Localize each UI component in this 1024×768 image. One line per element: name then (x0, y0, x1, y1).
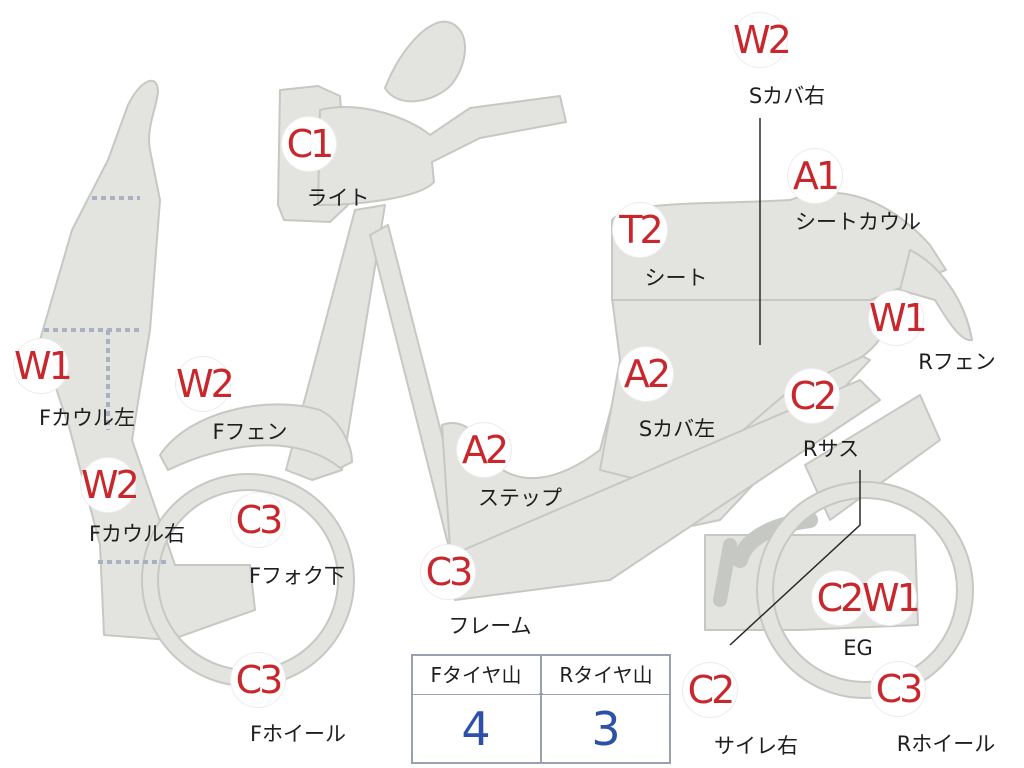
r-suspension-code: C2 (785, 369, 839, 423)
front-tread-header: Fタイヤ山 (413, 656, 539, 694)
muffler-right-code: C2 (683, 663, 737, 717)
seat-cowl-code: A1 (788, 149, 842, 203)
r-wheel-label: Rホイール (896, 732, 996, 756)
f-cowl-right-label: Fカウル右 (88, 522, 186, 546)
light-label: ライト (306, 186, 370, 210)
seat-cowl-label: シートカウル (795, 210, 921, 234)
r-fender-code: W1 (869, 291, 928, 345)
mirror-shape (384, 20, 466, 103)
s-cover-left-code: A2 (619, 347, 673, 401)
rear-tread-value: 3 (543, 696, 669, 762)
frame-label: フレーム (448, 614, 532, 638)
f-fender-label: Fフェン (212, 420, 288, 444)
r-suspension-label: Rサス (802, 437, 860, 461)
f-cowl-right-code: W2 (81, 458, 140, 512)
f-wheel-label: Fホイール (249, 722, 347, 746)
f-fork-lower-label: Fフォク下 (248, 564, 346, 588)
s-cover-right-code: W2 (733, 13, 792, 67)
rear-tread-header: Rタイヤ山 (543, 656, 669, 694)
f-cowl-left-label: Fカウル左 (38, 406, 136, 430)
front-fender-shape (159, 403, 353, 471)
seat-label: シート (644, 266, 708, 290)
f-cowl-left-code: W1 (14, 339, 73, 393)
engine-code-1: C2 (812, 571, 866, 625)
muffler-right-label: サイレ右 (714, 734, 798, 758)
s-cover-left-label: Sカバ左 (638, 417, 716, 441)
leader-line-r-suspension (729, 470, 861, 646)
f-wheel-code: C3 (231, 653, 285, 707)
tire-tread-table: Fタイヤ山 Rタイヤ山 4 3 (411, 654, 671, 764)
f-fork-lower-code: C3 (231, 493, 285, 547)
r-wheel-code: C3 (871, 662, 925, 716)
engine-label: EG (843, 636, 873, 660)
frame-code: C3 (421, 545, 475, 599)
seat-code: T2 (613, 203, 667, 257)
front-tread-value: 4 (413, 696, 539, 762)
s-cover-right-label: Sカバ右 (748, 84, 826, 108)
light-code: C1 (282, 117, 336, 171)
step-code: A2 (457, 423, 511, 477)
step-label: ステップ (478, 486, 562, 510)
handlebar-shape (317, 95, 567, 206)
f-fender-code: W2 (176, 357, 235, 411)
engine-code-2: W1 (862, 571, 921, 625)
rear-fender-shape (899, 249, 973, 342)
r-fender-label: Rフェン (918, 350, 996, 374)
